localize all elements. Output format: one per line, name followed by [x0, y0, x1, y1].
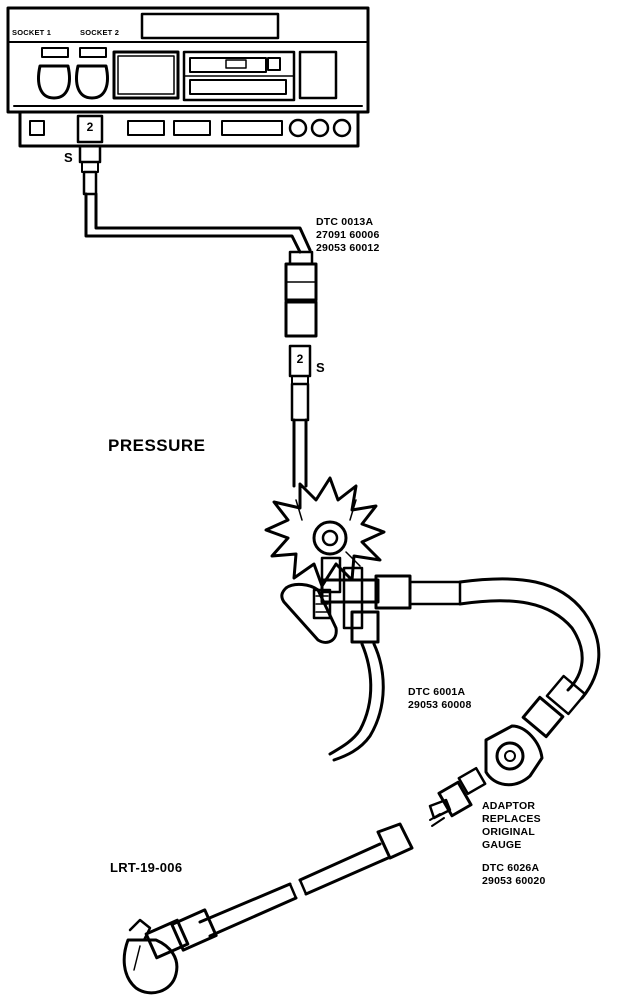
test-lead-cable	[84, 192, 312, 254]
pressure-title: PRESSURE	[108, 436, 206, 455]
lead-part-line-2: 27091 60006	[316, 229, 380, 241]
upper-plug-number: 2	[86, 120, 94, 134]
upper-plug	[78, 144, 102, 196]
pressure-sender	[264, 476, 386, 588]
lead-part-line-1: DTC 0013A	[316, 216, 374, 228]
lower-plug-number: 2	[296, 352, 304, 366]
lower-plug-letter: S	[316, 360, 325, 375]
socket-1-label: SOCKET 1	[12, 28, 52, 37]
adaptor-part-label: DTC 6026A 29053 60020	[482, 862, 546, 888]
sender-part-line-1: DTC 6001A	[408, 686, 466, 698]
drain-pipe	[328, 642, 385, 762]
adaptor-coupler	[428, 724, 544, 827]
sender-lead	[292, 418, 308, 488]
lead-part-label: DTC 0013A 27091 60006 29053 60012	[316, 216, 380, 255]
inline-connector	[284, 250, 318, 422]
adaptor-note: ADAPTOR REPLACES ORIGINAL GAUGE	[482, 800, 541, 852]
connector-panel	[18, 110, 360, 148]
adaptor-note-line-4: GAUGE	[482, 839, 522, 851]
lead-part-line-3: 29053 60012	[316, 242, 380, 254]
sender-part-line-2: 29053 60008	[408, 699, 472, 711]
adaptor-note-line-1: ADAPTOR	[482, 800, 536, 812]
lrt-gauge-hose	[122, 822, 414, 995]
tee-fitting	[280, 556, 380, 644]
socket-2-label: SOCKET 2	[80, 28, 120, 37]
lrt-part-label: LRT-19-006	[110, 860, 183, 875]
sender-part-label: DTC 6001A 29053 60008	[408, 686, 472, 712]
adaptor-part-line-2: 29053 60020	[482, 875, 546, 887]
adaptor-hose	[374, 574, 601, 739]
adaptor-part-line-1: DTC 6026A	[482, 862, 540, 874]
upper-plug-letter: S	[64, 150, 73, 165]
test-unit	[6, 6, 370, 114]
adaptor-note-line-2: REPLACES	[482, 813, 541, 825]
adaptor-note-line-3: ORIGINAL	[482, 826, 535, 838]
